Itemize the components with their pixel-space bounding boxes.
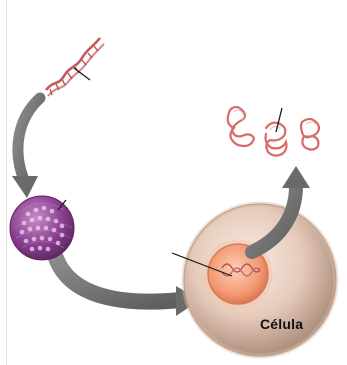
arrow-particle-to-cell xyxy=(56,258,200,316)
cell-label: Célula xyxy=(260,316,303,332)
dna-helix-icon xyxy=(46,38,104,96)
arrow-dna-to-particle xyxy=(12,98,40,198)
viral-particle-icon xyxy=(10,196,74,260)
protein-pointer-line xyxy=(276,108,282,132)
protein-icon xyxy=(228,107,319,156)
